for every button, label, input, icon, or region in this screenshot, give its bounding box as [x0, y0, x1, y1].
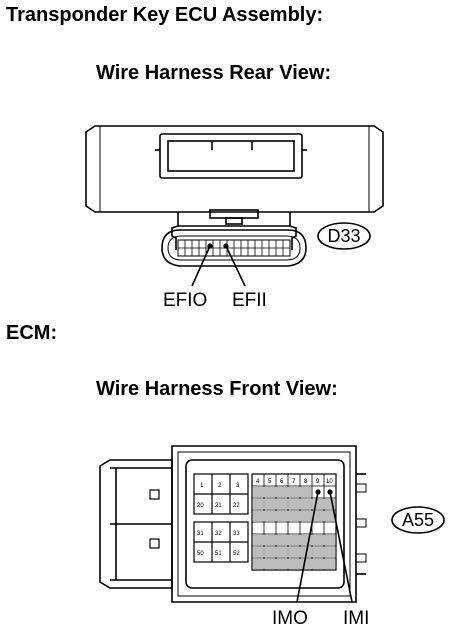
cavity-21: 21: [215, 503, 222, 509]
cavity-51: 51: [215, 551, 222, 557]
rear-view-title: Wire Harness Rear View:: [96, 62, 332, 84]
cavity-33: 33: [233, 531, 240, 537]
imi-leader: [329, 491, 353, 603]
efii-leader: [225, 245, 246, 287]
cavity-5: 5: [268, 479, 272, 485]
d33-connector-plug: [161, 209, 307, 267]
d33-badge-outline: [317, 222, 371, 250]
ecm-title: ECM:: [6, 322, 58, 344]
a55-shaded-cavities: [253, 487, 335, 569]
cavity-9: 9: [316, 479, 320, 485]
cavity-50: 50: [197, 551, 204, 557]
cavity-31: 31: [197, 531, 204, 537]
a55-badge: A55: [402, 510, 434, 530]
cavity-2: 2: [218, 483, 222, 489]
a55-badge-outline: [391, 506, 445, 534]
efii-label: EFII: [232, 290, 267, 311]
front-view-title: Wire Harness Front View:: [96, 378, 338, 400]
cavity-10: 10: [326, 479, 333, 485]
cavity-6: 6: [280, 479, 284, 485]
cavity-4: 4: [256, 479, 260, 485]
efio-label: EFIO: [163, 290, 207, 311]
a55-left-blocks: [193, 473, 249, 563]
cavity-52: 52: [233, 551, 240, 557]
cavity-1: 1: [200, 483, 204, 489]
cavity-22: 22: [233, 503, 240, 509]
a55-cavity-numbers: 1 2 3 20 21 22 31 32 33 50 51 52 4 5 6 7…: [197, 479, 333, 557]
imo-leader: [296, 491, 319, 603]
imo-label: IMO: [272, 608, 308, 629]
imi-label: IMI: [343, 608, 369, 629]
cavity-32: 32: [215, 531, 222, 537]
cavity-8: 8: [304, 479, 308, 485]
a55-ecm-housing: [99, 445, 367, 603]
cavity-20: 20: [197, 503, 204, 509]
assembly-title: Transponder Key ECU Assembly:: [6, 4, 324, 26]
cavity-3: 3: [236, 483, 240, 489]
efio-leader: [191, 245, 211, 287]
d33-badge: D33: [327, 226, 360, 246]
d33-ecu-housing: [85, 125, 384, 213]
cavity-7: 7: [292, 479, 296, 485]
